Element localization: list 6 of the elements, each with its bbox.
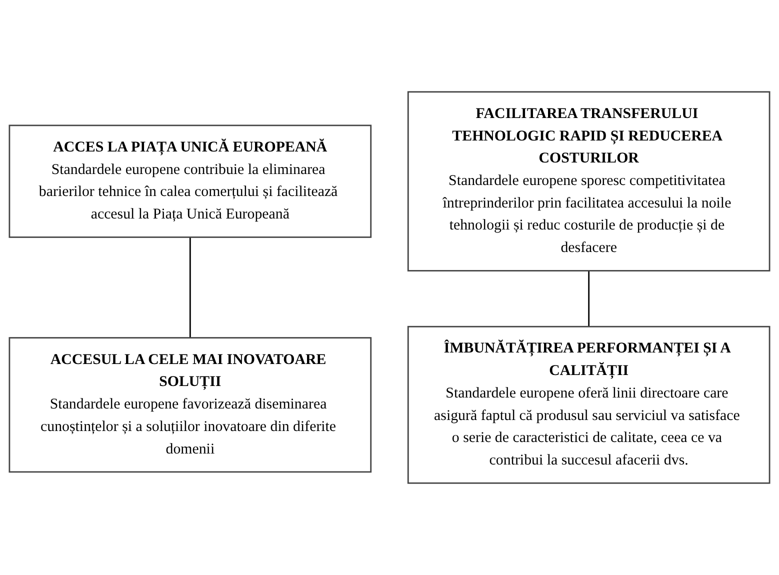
connector (588, 270, 590, 327)
node-box: FACILITAREA TRANSFERULUI TEHNOLOGIC RAPID ȘI REDUCEREA COSTURILOR Standardele europene sporesc competitivitatea întreprinderilor prin facilitatea accesului la noile tehnologii și reduc costurile de producție și de desfacere (407, 91, 770, 272)
node-box: ACCES LA PIAȚA UNICĂ EUROPEANĂ Standardele europene contribuie la eliminarea barierilor tehnice în calea comerțului și facilitează accesul la Piața Unică Europeană (8, 124, 372, 238)
node-box: ACCESUL LA CELE MAI INOVATOARE SOLUȚII Standardele europene favorizează diseminarea cunoștințelor și a soluțiilor inovatoare din diferite domenii (8, 337, 372, 473)
node-box: ÎMBUNĂTĂȚIREA PERFORMANȚEI ȘI A CALITĂȚII Standardele europene oferă linii directoare care asigură faptul că produsul sau serviciul va satisface o serie de caracteristici de calitate, ceea ce va contribui la succesul afacerii dvs. (407, 326, 770, 484)
connector (189, 237, 191, 338)
